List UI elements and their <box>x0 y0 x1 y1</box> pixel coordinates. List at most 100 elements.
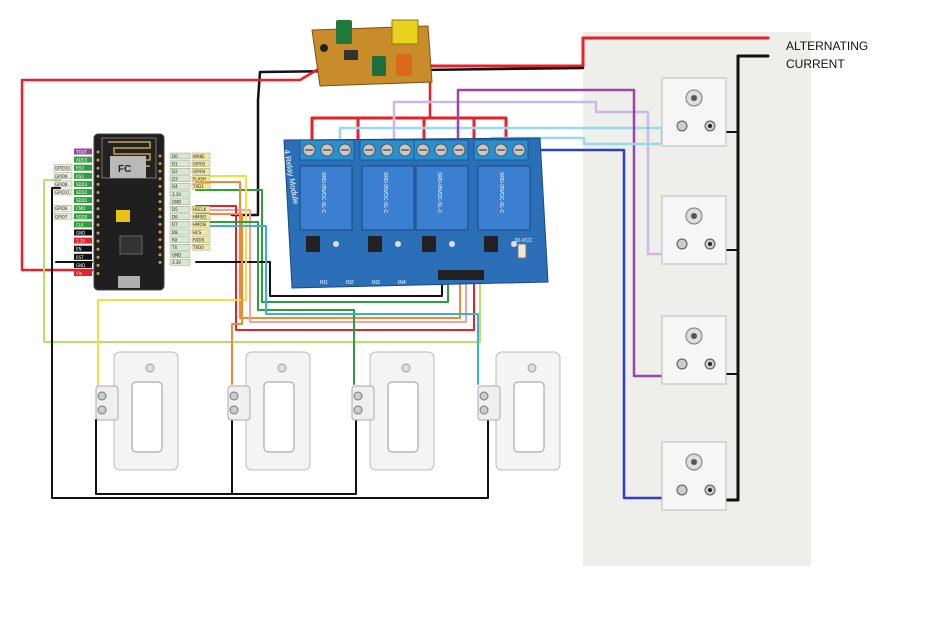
relay-header-pins <box>438 270 484 280</box>
right-pin-label: 3.3V <box>172 192 181 197</box>
socket-1[interactable] <box>661 77 727 147</box>
relay-text: SRD-05VDC-SL-C <box>382 172 388 214</box>
wall-sockets <box>661 77 727 511</box>
left-gpio-tag <box>53 188 73 196</box>
socket-pin <box>708 124 712 128</box>
pin-hole <box>158 207 162 211</box>
switch-4[interactable] <box>477 351 561 471</box>
pin-hole <box>96 158 100 162</box>
wire-black-switch-common <box>51 187 489 499</box>
left-gpio-tag <box>53 205 73 212</box>
terminal-screw <box>353 391 363 401</box>
right-pin-tag <box>169 183 191 190</box>
right-pin-label: D1 <box>172 161 178 166</box>
left-pin-label: CLK <box>76 222 84 227</box>
right-tag <box>191 160 211 167</box>
pin-hole <box>96 247 100 251</box>
right-tag-label: HSCLK <box>193 207 207 212</box>
switch-rocker[interactable] <box>513 381 545 453</box>
right-pin-label: D7 <box>172 222 178 227</box>
right-pin-label: D5 <box>172 207 178 212</box>
socket-pin <box>708 488 712 492</box>
left-pin-label: RSV <box>76 174 84 179</box>
switch-screw <box>145 363 155 373</box>
left-gpio-label: GPIO8 <box>55 182 68 187</box>
optocoupler <box>306 236 320 252</box>
right-pin-tag <box>169 206 191 213</box>
led <box>511 241 517 247</box>
left-pin-label: EN <box>76 247 82 252</box>
capacitor <box>336 20 352 44</box>
pin-hole <box>96 199 100 203</box>
terminal-screw <box>479 405 489 415</box>
pin-hole <box>96 263 100 267</box>
relay-box <box>415 165 469 231</box>
socket-4[interactable] <box>661 441 727 511</box>
pin-hole <box>96 223 100 227</box>
wire-green-switch3 <box>195 221 355 385</box>
pin-hole <box>96 239 100 243</box>
right-pin-label: D8 <box>172 230 178 235</box>
switch-screw <box>401 363 411 373</box>
socket-plate <box>661 195 727 265</box>
left-pin-tag <box>74 197 92 204</box>
wall-switches <box>95 351 561 471</box>
right-tag <box>191 168 211 175</box>
socket-plate <box>661 441 727 511</box>
right-pin-tag <box>169 236 191 243</box>
wire-lightblue-switch4 <box>195 225 479 385</box>
wire-purple-relay3 <box>456 88 682 378</box>
switch-2[interactable] <box>227 351 311 471</box>
left-pin-tag <box>74 229 92 236</box>
right-tag-label: HMOSI <box>193 222 206 227</box>
power-adapter-board <box>311 19 433 87</box>
pin-hole <box>158 169 162 173</box>
right-pin-label: D2 <box>172 169 178 174</box>
right-pin-tag <box>169 160 191 167</box>
wire-lightpurple-relay2 <box>392 100 682 256</box>
right-pin-tag <box>169 190 191 198</box>
pin-hole <box>96 150 100 154</box>
right-tag <box>191 175 211 182</box>
socket-plate <box>661 315 727 385</box>
right-tag <box>191 244 211 251</box>
right-tag-label: FLASH <box>193 177 206 182</box>
switch-3[interactable] <box>351 351 435 471</box>
left-pin-label: SDD0 <box>76 214 88 219</box>
relay-box <box>477 165 531 231</box>
terminal-screw <box>229 391 239 401</box>
right-tag-label: GPIO4 <box>193 169 206 174</box>
socket-hole <box>676 484 688 496</box>
socket-3[interactable] <box>661 315 727 385</box>
wire-ac-red <box>418 36 770 68</box>
left-gpio-tag <box>53 213 73 220</box>
switch-rocker[interactable] <box>131 381 163 453</box>
pin-hole <box>96 191 100 194</box>
left-pin-tag <box>74 245 92 252</box>
optocoupler <box>422 236 436 252</box>
capacitor-2 <box>372 56 386 76</box>
pin-hole <box>158 200 162 204</box>
right-pin-tag <box>169 198 191 205</box>
pin-hole <box>158 162 162 166</box>
usb-chip <box>119 235 143 255</box>
socket-plate <box>661 77 727 147</box>
pin-hole <box>96 231 100 235</box>
led <box>395 241 401 247</box>
pin-hole <box>96 166 100 170</box>
right-pin-label: 3.3V <box>172 260 181 265</box>
switch-rocker[interactable] <box>387 381 419 453</box>
switch-1[interactable] <box>95 351 179 471</box>
socket-2[interactable] <box>661 195 727 265</box>
pin-hole <box>96 182 100 186</box>
right-tag <box>191 206 211 213</box>
terminal-screw <box>97 405 107 415</box>
switch-rocker[interactable] <box>263 381 295 453</box>
socket-pin <box>708 362 712 366</box>
left-pin-tag <box>74 270 92 276</box>
right-pin-label: GND <box>172 199 181 204</box>
left-pin-label: SDD3 <box>76 182 88 187</box>
right-pin-label: D3 <box>172 177 178 182</box>
